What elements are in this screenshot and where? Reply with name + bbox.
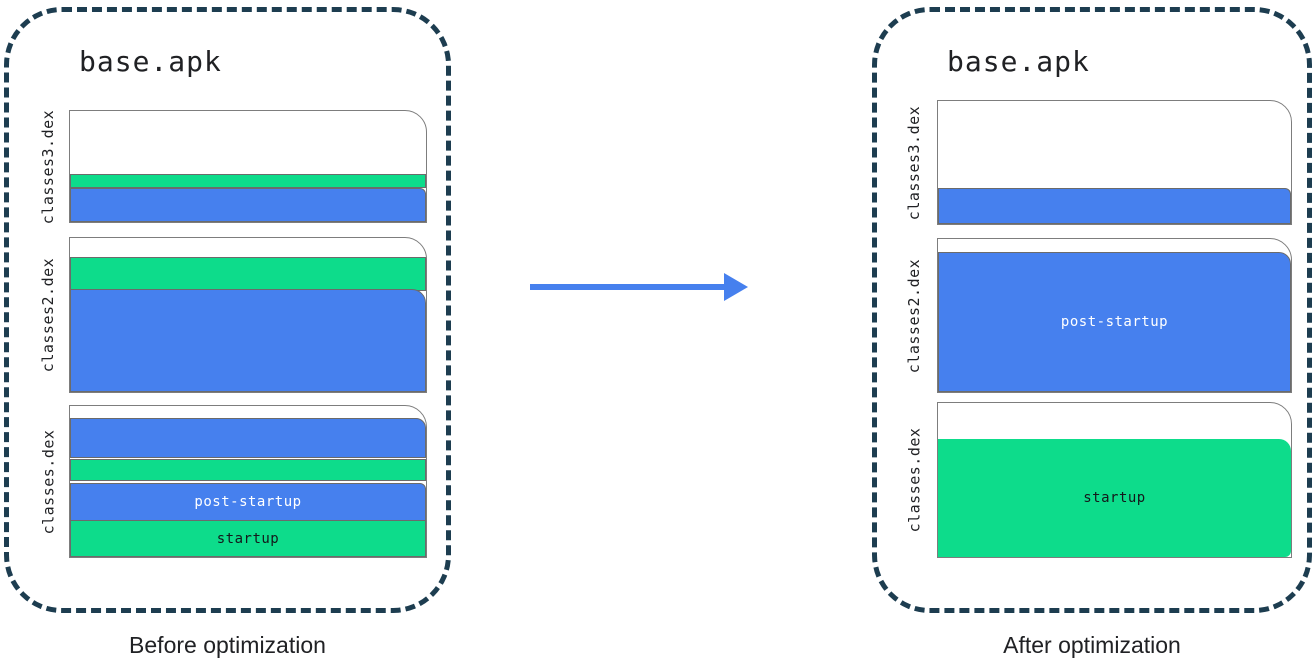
file-label-classes2: classes2.dex <box>39 257 57 373</box>
caption-after-optimization: After optimization <box>1003 632 1181 658</box>
apk-container-before: base.apk classes3.dex classes2.dex class… <box>4 7 451 613</box>
startup-segment: startup <box>938 439 1291 557</box>
dex-page-classes: post-startup startup <box>69 405 427 558</box>
post-startup-segment: post-startup <box>70 483 426 521</box>
post-startup-label: post-startup <box>194 494 302 510</box>
dex-page-classes2: post-startup <box>937 238 1292 393</box>
post-startup-segment <box>70 188 426 222</box>
post-startup-segment: post-startup <box>938 252 1291 392</box>
startup-segment: startup <box>70 520 426 557</box>
startup-segment <box>70 257 426 291</box>
startup-segment <box>70 459 426 481</box>
dex-page-classes3 <box>69 110 427 223</box>
apk-title: base.apk <box>79 45 222 78</box>
startup-segment <box>70 174 426 188</box>
file-label-classes: classes.dex <box>39 429 57 534</box>
file-label-classes2: classes2.dex <box>905 258 923 373</box>
post-startup-label: post-startup <box>1060 314 1169 330</box>
post-startup-segment <box>70 418 426 458</box>
apk-title: base.apk <box>947 45 1090 78</box>
caption-before-optimization: Before optimization <box>129 632 326 658</box>
file-label-classes3: classes3.dex <box>905 105 923 220</box>
post-startup-segment <box>70 289 426 392</box>
file-label-classes3: classes3.dex <box>39 109 57 224</box>
startup-label: startup <box>1083 490 1146 506</box>
apk-container-after: base.apk classes3.dex classes2.dex post-… <box>872 7 1312 613</box>
arrow-icon <box>530 284 726 290</box>
dex-page-classes3 <box>937 100 1292 225</box>
file-label-classes: classes.dex <box>905 427 923 533</box>
post-startup-segment <box>938 188 1291 224</box>
arrow-head-icon <box>724 273 748 301</box>
dex-page-classes: startup <box>937 402 1292 558</box>
dex-page-classes2 <box>69 237 427 393</box>
startup-label: startup <box>216 530 280 547</box>
